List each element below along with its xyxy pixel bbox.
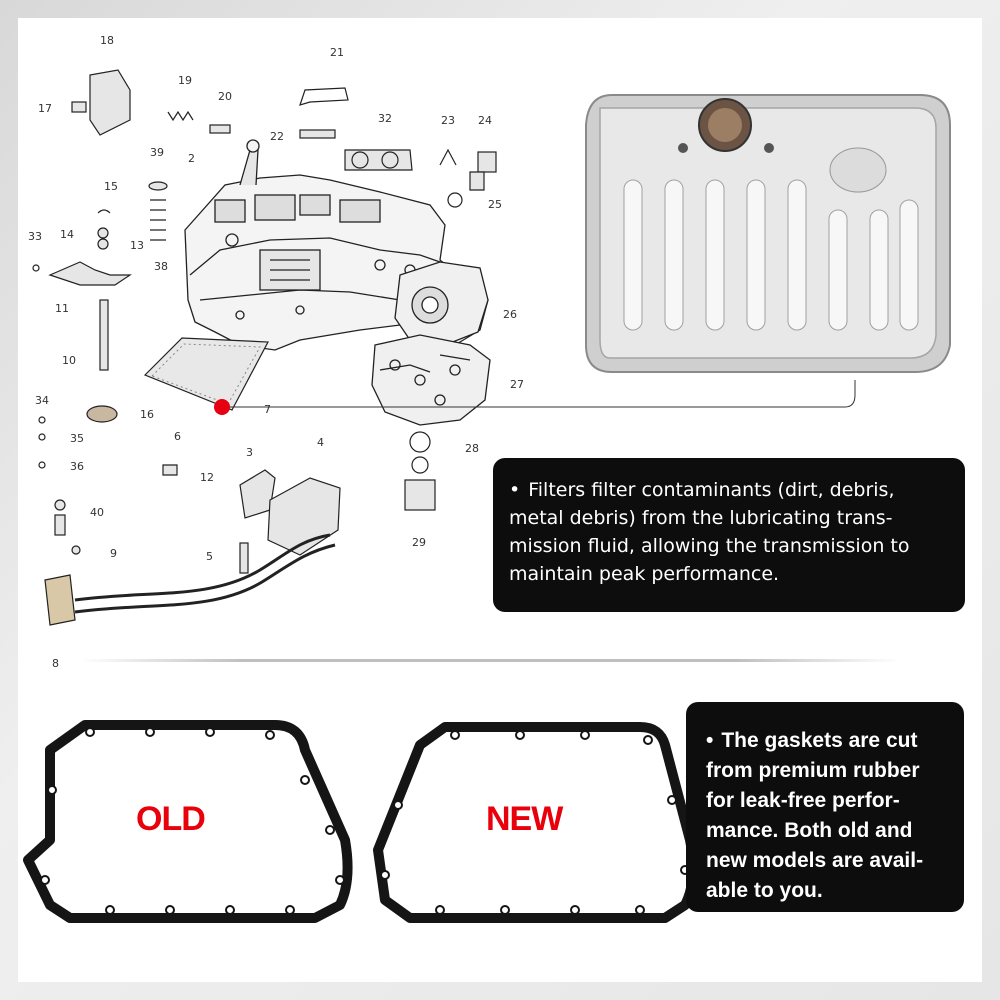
gasket-callout-text: •The gaskets are cut from premium rubber… [706,729,924,902]
part-label: 12 [200,471,214,484]
part-label: 39 [150,146,164,159]
part-label: 3 [246,446,253,459]
part-label: 19 [178,74,192,87]
part-number-labels: 18 17 19 20 21 22 32 23 24 25 39 2 15 14… [28,34,524,670]
part-label: 4 [317,436,324,449]
gasket-callout: •The gaskets are cut from premium rubber… [686,702,964,912]
part-label: 2 [188,152,195,165]
part-label: 35 [70,432,84,445]
bullet-icon: • [509,479,521,501]
part-label: 17 [38,102,52,115]
filter-callout: •Filters filter contaminants (dirt, debr… [493,458,965,612]
old-gasket-label: OLD [136,800,206,838]
part-label: 24 [478,114,492,127]
part-label: 27 [510,378,524,391]
part-label: 33 [28,230,42,243]
part-label: 13 [130,239,144,252]
transfer-plates [371,261,491,426]
part-label: 40 [90,506,104,519]
filter-leader-line [222,380,856,408]
small-parts [32,69,497,626]
bullet-icon: • [706,729,714,752]
part-label: 5 [206,550,213,563]
part-label: 26 [503,308,517,321]
part-label: 16 [140,408,154,421]
section-divider [80,659,900,662]
part-label: 9 [110,547,117,560]
part-label: 25 [488,198,502,211]
part-label: 11 [55,302,69,315]
part-label: 36 [70,460,84,473]
part-label: 14 [60,228,74,241]
part-label: 22 [270,130,284,143]
part-label: 23 [441,114,455,127]
part-label: 7 [264,403,271,416]
part-label: 21 [330,46,344,59]
part-label: 29 [412,536,426,549]
new-gasket-label: NEW [486,800,563,838]
part-label: 32 [378,112,392,125]
part-label: 38 [154,260,168,273]
part-label: 28 [465,442,479,455]
part-label: 8 [52,657,59,670]
filter-screen [143,337,269,411]
gasket-old [23,720,353,923]
part-label: 20 [218,90,232,103]
part-label: 34 [35,394,49,407]
part-label: 15 [104,180,118,193]
part-label: 18 [100,34,114,47]
transmission-filter [585,94,951,373]
part-label: 10 [62,354,76,367]
part-label: 6 [174,430,181,443]
filter-callout-text: •Filters filter contaminants (dirt, debr… [509,479,910,585]
red-marker-dot [214,399,230,415]
